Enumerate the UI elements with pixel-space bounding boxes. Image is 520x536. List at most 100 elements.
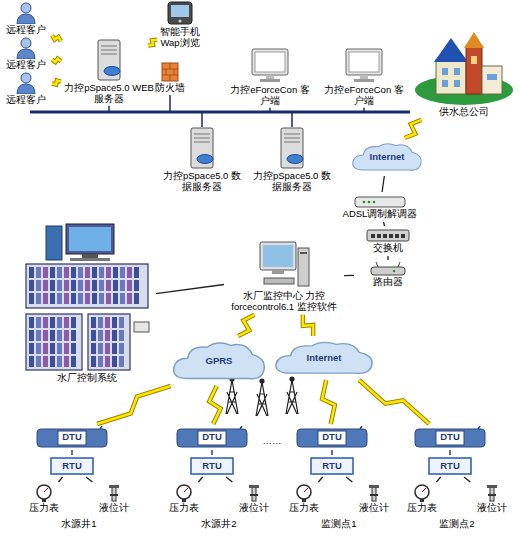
- wireless-link: [303, 315, 313, 336]
- node-label: RTU: [62, 461, 82, 472]
- node-label: 力控eForceCon 客户端: [226, 85, 314, 107]
- node-label: 力控eForceCon 客户端: [320, 85, 408, 107]
- node-label: DTU: [322, 432, 342, 443]
- internet-cloud: Internet: [272, 338, 376, 378]
- bus-drop: [108, 106, 110, 112]
- node-label: 智能手机 Wap浏览: [150, 27, 210, 49]
- level-meter: 液位计: [470, 484, 514, 514]
- wireless-link: [238, 315, 254, 336]
- wire-link: [198, 477, 202, 482]
- bus-drop: [291, 112, 293, 127]
- wire-link: [464, 477, 470, 482]
- person-icon: [14, 37, 38, 59]
- wireless-link: [209, 386, 220, 424]
- node-label: 力控pSpace5.0 数据服务器: [158, 171, 246, 193]
- wire-link: [346, 477, 352, 482]
- wireless-link: [359, 380, 429, 424]
- remote-client: 远程客户: [2, 2, 50, 36]
- firewall-icon: [161, 62, 179, 82]
- node-label: 液位计: [232, 503, 276, 514]
- node-label: DTU: [202, 432, 222, 443]
- person-icon: [14, 72, 38, 94]
- level-icon: [104, 484, 124, 502]
- gauge-icon: [412, 484, 432, 502]
- control-icon: [24, 222, 150, 372]
- headquarters: 供水总公司: [410, 30, 518, 118]
- wireless-link: [405, 120, 422, 138]
- level-meter: 液位计: [232, 484, 276, 514]
- phone-icon: [164, 0, 196, 26]
- node-label: 水厂控制系统: [20, 373, 154, 384]
- bus-line: [30, 111, 410, 114]
- data-server: 力控pSpace5.0 数据服务器: [158, 126, 246, 193]
- node-label: RTU: [440, 461, 460, 472]
- server-icon: [275, 126, 309, 170]
- level-icon: [244, 484, 264, 502]
- level-icon: [482, 484, 502, 502]
- pc-icon: [258, 240, 310, 290]
- wireless-link: [52, 35, 61, 41]
- bus-drop: [269, 108, 271, 112]
- pressure-gauge: 压力表: [282, 484, 326, 514]
- node-label: RTU: [202, 461, 222, 472]
- bus-drop: [169, 95, 171, 112]
- monitor-icon: [344, 48, 384, 84]
- wire-link: [156, 285, 224, 294]
- rtu-device: RTU: [428, 457, 472, 475]
- network-bus: [30, 95, 410, 127]
- site-name: 监测点1: [309, 519, 369, 530]
- monitoring-center: 水厂监控中心 力控forcecontrol6.1 监控软件: [226, 240, 342, 313]
- node-label: 液位计: [92, 503, 136, 514]
- building-icon: [414, 30, 514, 106]
- wire-link: [383, 222, 385, 226]
- level-icon: [364, 484, 384, 502]
- smart-phone: 智能手机 Wap浏览: [150, 0, 210, 49]
- sw-icon: [366, 228, 410, 242]
- gauge-icon: [174, 484, 194, 502]
- wireless-link: [322, 380, 335, 424]
- level-meter: 液位计: [92, 484, 136, 514]
- dtu-device: DTU: [414, 426, 486, 448]
- node-label: DTU: [62, 432, 82, 443]
- client-monitor: 力控eForceCon 客户端: [320, 48, 408, 107]
- node-label: 水厂监控中心 力控forcecontrol6.1 监控软件: [226, 291, 342, 313]
- wire-link: [388, 256, 389, 260]
- node-label: 液位计: [352, 503, 396, 514]
- bus-drop: [201, 112, 203, 127]
- pressure-gauge: 压力表: [162, 484, 206, 514]
- bus-drop: [363, 108, 365, 112]
- node-label: 压力表: [400, 503, 444, 514]
- node-label: 液位计: [470, 503, 514, 514]
- gprs-towers: [226, 377, 298, 416]
- node-label: 路由器: [356, 277, 420, 288]
- rtu-device: RTU: [190, 457, 234, 475]
- node-label: GPRS: [206, 356, 233, 367]
- wire-link: [332, 450, 333, 455]
- rtu-device: RTU: [310, 457, 354, 475]
- wire-link: [382, 176, 384, 192]
- internet-cloud: Internet: [350, 140, 424, 174]
- wire-link: [212, 450, 213, 455]
- server-icon: [92, 38, 126, 82]
- router: 路由器: [356, 262, 420, 288]
- ellipsis-mark: ……: [252, 436, 292, 447]
- site-name: 监测点2: [427, 519, 487, 530]
- node-label: Internet: [370, 152, 405, 163]
- router-icon: [370, 262, 406, 276]
- node-label: 远程客户: [2, 25, 50, 36]
- wireless-link: [52, 81, 61, 85]
- client-monitor: 力控eForceCon 客户端: [226, 48, 314, 107]
- wire-link: [58, 477, 62, 482]
- node-label: 力控pSpace5.0 数据服务器: [248, 171, 336, 193]
- gauge-icon: [34, 484, 54, 502]
- gauge-icon: [294, 484, 314, 502]
- node-label: 远程客户: [2, 60, 50, 71]
- wire-link: [226, 477, 232, 482]
- dtu-device: DTU: [176, 426, 248, 448]
- node-label: 压力表: [22, 503, 66, 514]
- wireless-link: [97, 386, 170, 424]
- node-label: 供水总公司: [410, 107, 518, 118]
- node-label: DTU: [440, 432, 460, 443]
- data-server: 力控pSpace5.0 数据服务器: [248, 126, 336, 193]
- wire-link: [450, 450, 451, 455]
